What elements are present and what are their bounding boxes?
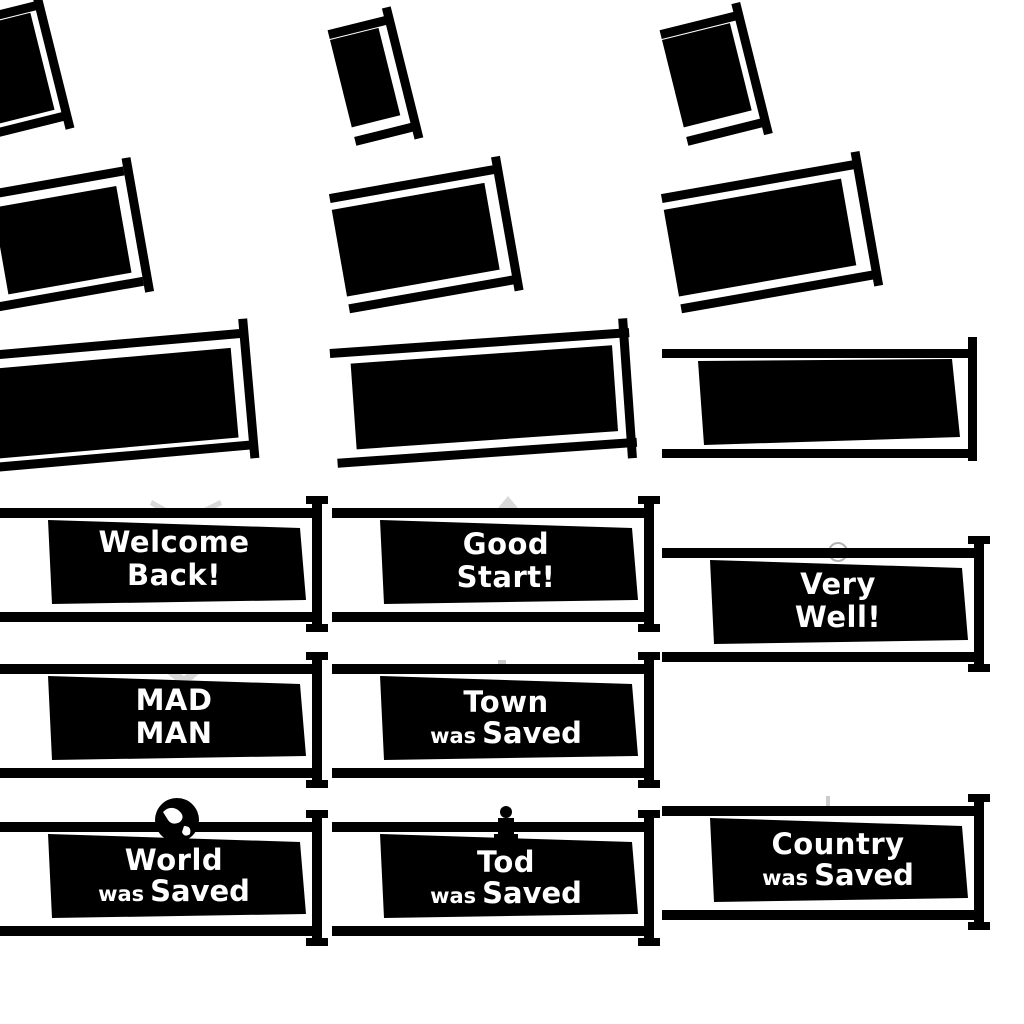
badge-label-was: was <box>430 724 477 748</box>
badge-label-saved: Saved <box>482 876 582 910</box>
badge-label-line1: MAD <box>135 683 213 717</box>
ribbon-icon <box>498 496 518 508</box>
badge-label-mad-man: MAD MAN <box>84 686 264 748</box>
badge-frame-1 <box>0 496 328 632</box>
character-icon <box>494 806 518 840</box>
flag-icon <box>826 796 852 816</box>
tilted-frame-2 <box>328 155 524 314</box>
badge-label-line1: Country <box>771 827 905 861</box>
tilted-frame-3 <box>0 318 260 473</box>
badge-frame-2 <box>0 652 328 788</box>
badge-label-very-well: Very Well! <box>748 570 928 632</box>
badge-frame-3 <box>332 810 660 946</box>
badge-label-saved: Saved <box>150 874 250 908</box>
badge-label-line2: Start! <box>456 560 556 594</box>
ring-icon <box>828 542 848 562</box>
tilted-frame-3 <box>329 318 638 468</box>
badge-label-line1: Town <box>463 685 549 719</box>
badge-label-saved: Saved <box>814 858 914 892</box>
ribbon-icon <box>150 500 222 516</box>
globe-icon <box>155 798 199 842</box>
badge-label-good-start: Good Start! <box>416 530 596 592</box>
badge-label-line1: Tod <box>476 845 536 879</box>
badge-label-line1: Welcome <box>98 525 250 559</box>
town-icon <box>486 660 518 674</box>
tilted-frame-2 <box>660 150 884 314</box>
column-2 <box>327 6 660 946</box>
tilted-frame-1 <box>327 6 424 146</box>
badge-label-line2: Well! <box>794 600 882 634</box>
badge-label-line1: World <box>124 843 224 877</box>
tilted-frame-2 <box>0 157 155 313</box>
badge-label-was: was <box>98 882 145 906</box>
badge-label-line1: Very <box>800 567 876 601</box>
badge-frame-1 <box>662 536 990 672</box>
badge-label-was: was <box>430 884 477 908</box>
badge-label-line1: Good <box>462 527 550 561</box>
badge-frame-2 <box>332 652 660 788</box>
badge-frame-3 <box>0 810 328 946</box>
tilted-frame-1 <box>0 0 75 140</box>
badge-label-line2: MAN <box>135 716 213 750</box>
column-1 <box>0 0 328 946</box>
badge-label-was: was <box>762 866 809 890</box>
badge-frame-2 <box>662 794 990 930</box>
ribbon-icon <box>160 664 206 680</box>
badge-frame-1 <box>332 496 660 632</box>
tilted-frame-3 <box>662 337 977 461</box>
badge-label-line2: Back! <box>127 558 221 592</box>
column-3 <box>659 1 990 930</box>
tilted-frame-1 <box>659 1 773 146</box>
badge-label-welcome-back: Welcome Back! <box>84 528 264 590</box>
badge-label-saved: Saved <box>482 716 582 750</box>
